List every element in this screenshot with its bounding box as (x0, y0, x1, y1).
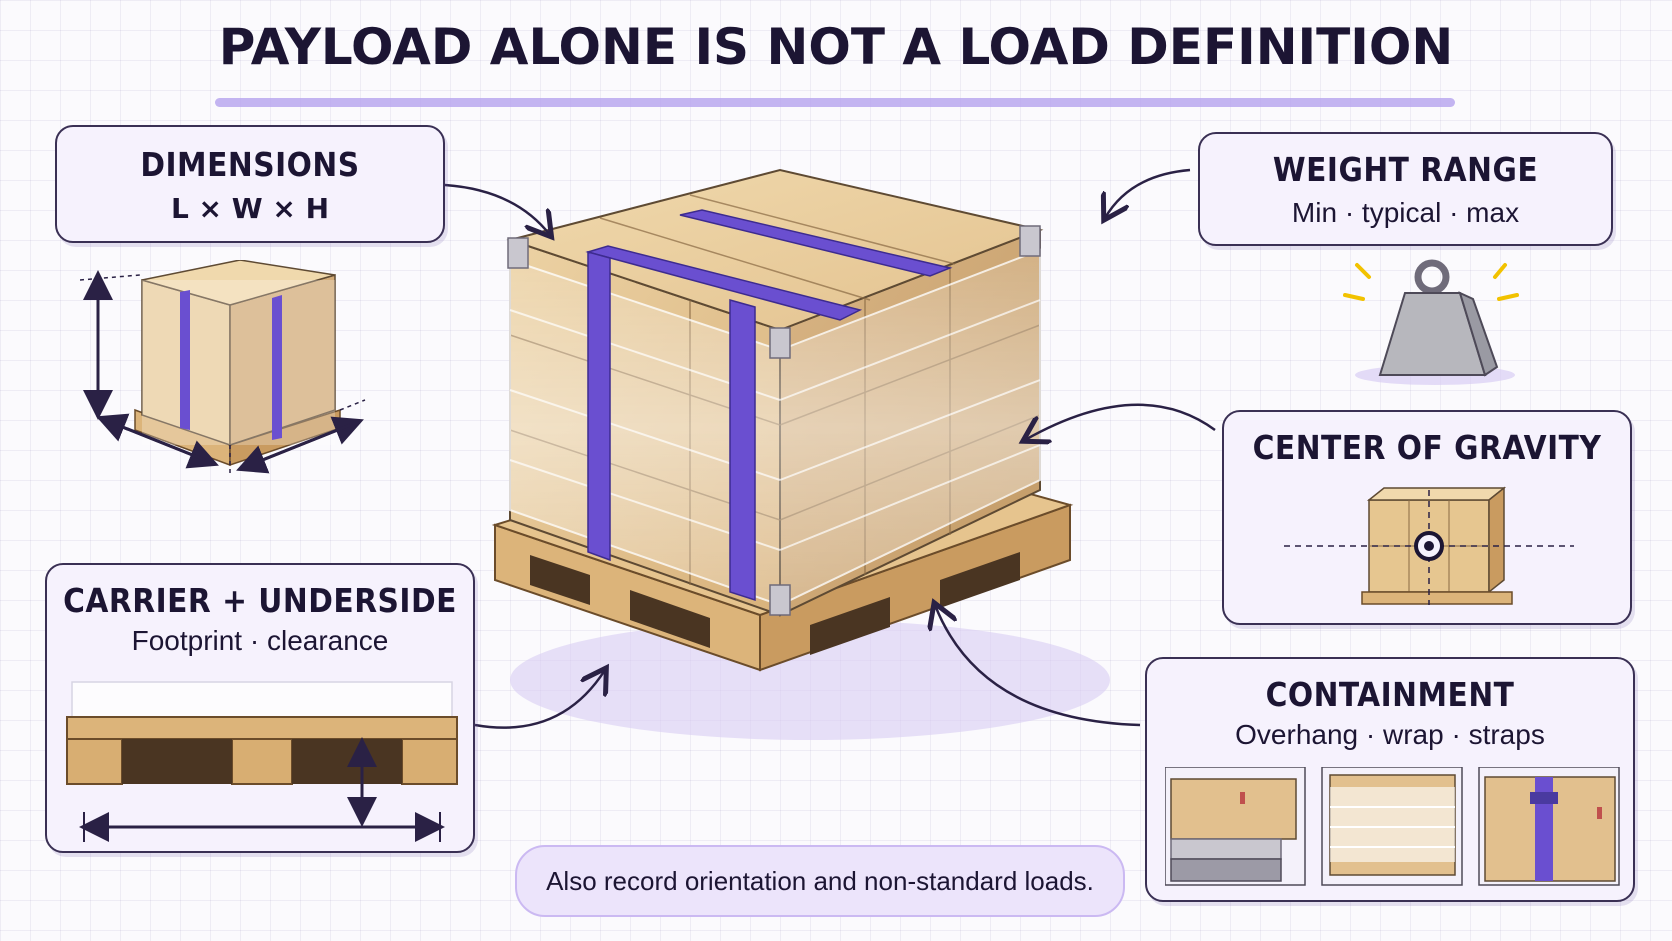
arrow-center-of-gravity (1025, 403, 1216, 440)
arrow-containment (935, 605, 1141, 727)
containment-illustrations (1165, 767, 1620, 886)
main-pallet-illustration (491, 168, 1110, 740)
strap-thumbnail (1478, 767, 1620, 886)
carrier-underside-illustration (66, 681, 458, 842)
straps (585, 209, 953, 602)
footnote-banner: Also record orientation and non-standard… (515, 845, 1125, 917)
center-of-gravity-card: CENTER OF GRAVITY (1222, 410, 1632, 625)
weight-range-card: WEIGHT RANGE Min · typical · max (1198, 132, 1613, 246)
containment-card: CONTAINMENT Overhang · wrap · straps (1145, 657, 1635, 902)
carrier-underside-subtitle: Footprint · clearance (131, 625, 389, 656)
containment-subtitle: Overhang · wrap · straps (1235, 719, 1545, 750)
arrow-dimensions (444, 183, 550, 235)
arrow-weight-range (1105, 168, 1191, 218)
carrier-underside-title: CARRIER + UNDERSIDE (63, 581, 457, 620)
carrier-underside-card: CARRIER + UNDERSIDE Footprint · clearanc… (45, 563, 475, 853)
weight-range-subtitle: Min · typical · max (1291, 197, 1520, 228)
dimensions-card: DIMENSIONS L × W × H (55, 125, 445, 243)
title-underline (215, 98, 1455, 107)
center-of-gravity-title: CENTER OF GRAVITY (1252, 428, 1602, 467)
dimensions-illustration (80, 260, 366, 475)
containment-title: CONTAINMENT (1265, 675, 1515, 714)
kettlebell-weight-icon (1343, 259, 1519, 385)
dimensions-title: DIMENSIONS (140, 145, 360, 184)
center-of-gravity-illustration (1284, 486, 1574, 605)
arrow-carrier (474, 670, 605, 729)
page-title: PAYLOAD ALONE IS NOT A LOAD DEFINITION (218, 18, 1454, 76)
wrap-thumbnail (1321, 767, 1463, 886)
dimensions-subtitle: L × W × H (170, 192, 330, 225)
overhang-thumbnail (1165, 767, 1306, 886)
weight-range-title: WEIGHT RANGE (1272, 150, 1539, 189)
